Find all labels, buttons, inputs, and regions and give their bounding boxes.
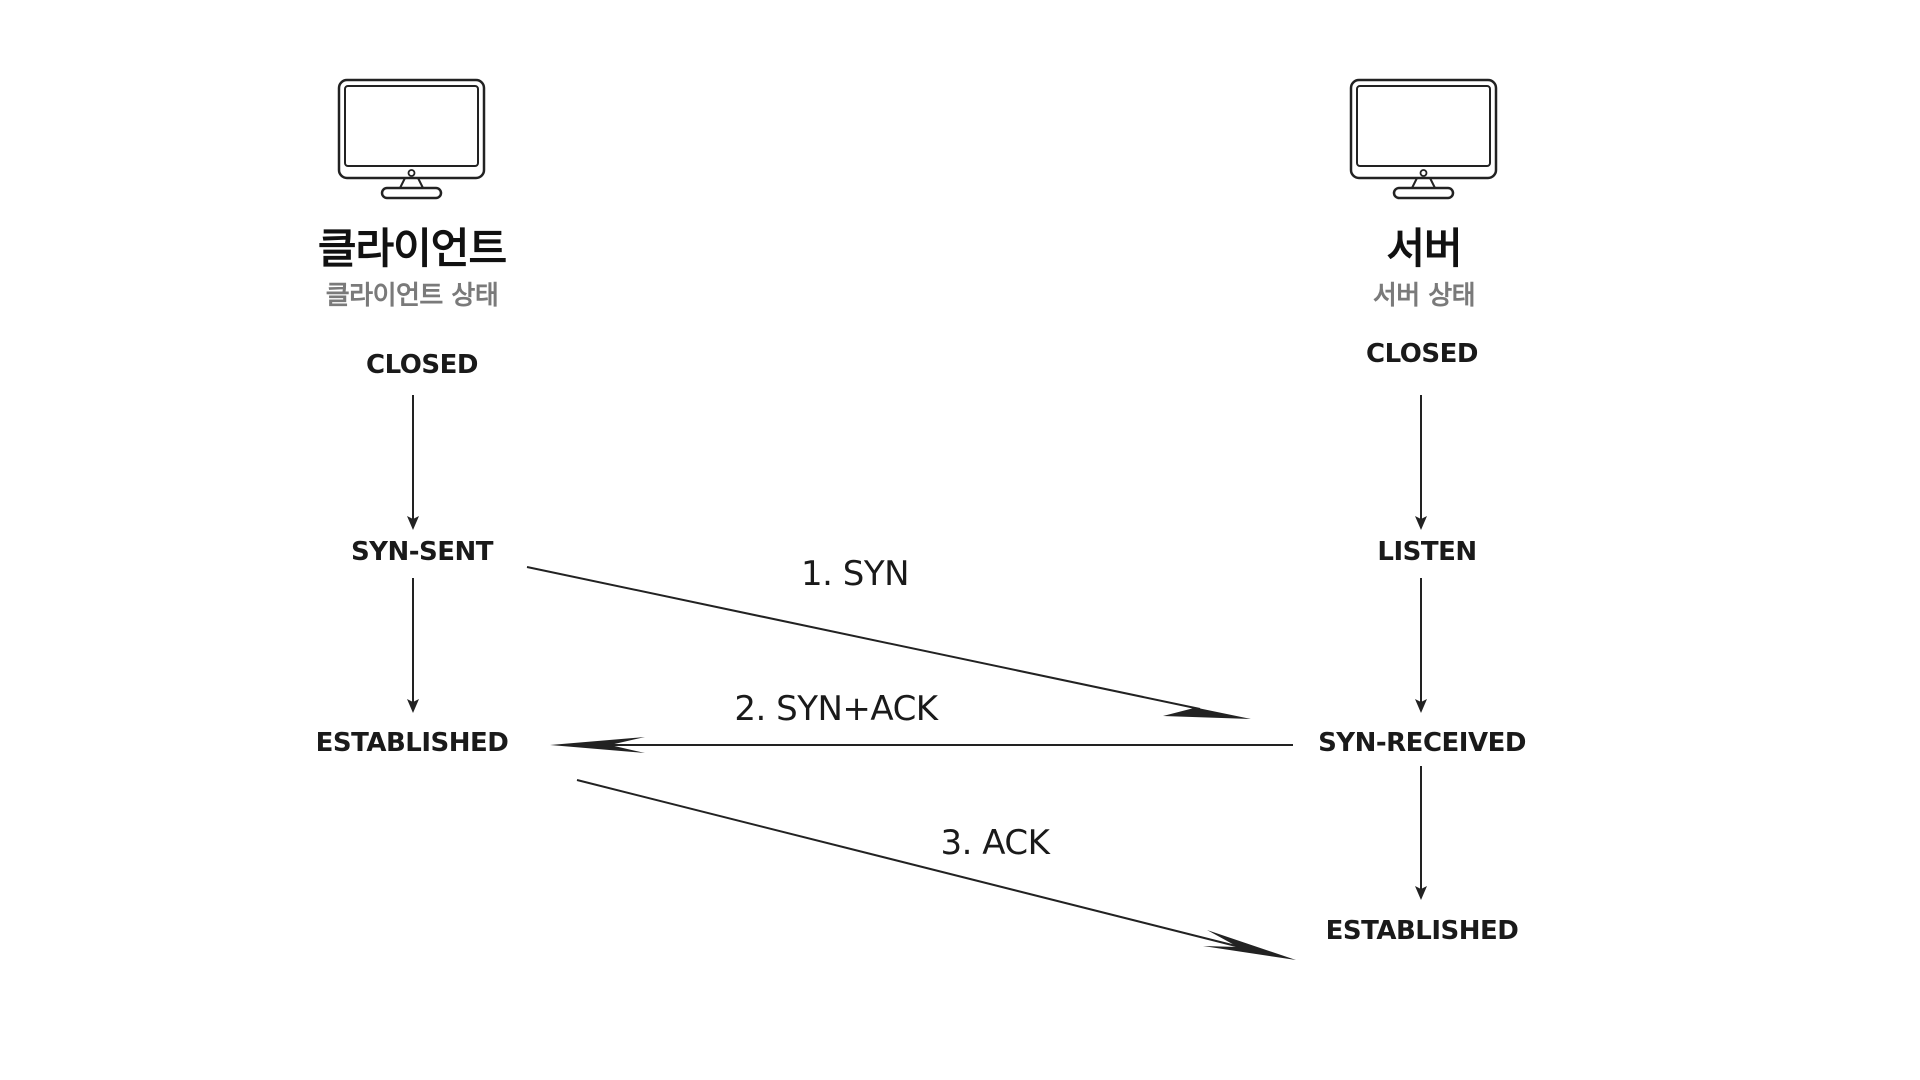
client-state-arrow-1 [407,395,419,530]
client-title: 클라이언트 [317,224,507,273]
client-state-closed: CLOSED [366,350,478,380]
server-monitor-icon [1349,78,1498,200]
ack-message-label: 3. ACK [940,823,1050,863]
client-state-syn-sent: SYN-SENT [350,537,494,567]
server-state-syn-received: SYN-RECEIVED [1318,728,1526,758]
server-title: 서버 [1386,224,1462,273]
server-state-arrow-3 [1415,766,1427,900]
syn-ack-message-label: 2. SYN+ACK [734,689,938,729]
server-state-established: ESTABLISHED [1325,916,1519,946]
syn-ack-message-arrow [550,737,1293,753]
syn-message-label: 1. SYN [800,554,910,594]
client-monitor-icon [337,78,486,200]
server-state-arrow-2 [1415,578,1427,713]
server-state-closed: CLOSED [1366,339,1478,369]
client-subtitle: 클라이언트 상태 [325,281,499,311]
client-state-arrow-2 [407,578,419,713]
server-subtitle: 서버 상태 [1372,281,1476,311]
syn-message-arrow [526,566,1251,719]
client-state-established: ESTABLISHED [315,728,509,758]
server-state-arrow-1 [1415,395,1427,530]
ack-message-arrow [576,779,1296,960]
server-state-listen: LISTEN [1377,537,1477,567]
